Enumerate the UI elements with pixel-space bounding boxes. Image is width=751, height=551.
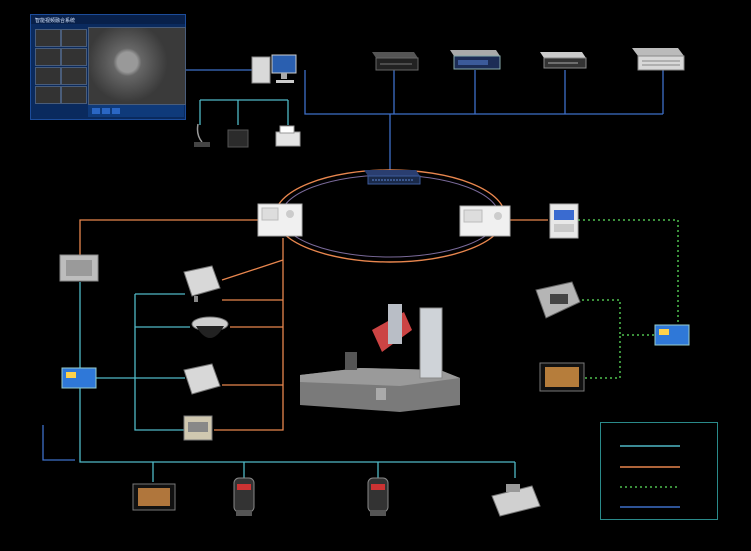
control-button bbox=[112, 108, 120, 114]
camera-thumbnail bbox=[61, 29, 87, 47]
legend-sample-lines bbox=[620, 445, 680, 508]
control-panel bbox=[88, 105, 184, 117]
control-button bbox=[102, 108, 110, 114]
network-switch-icon bbox=[364, 170, 421, 185]
camera-thumbnail bbox=[35, 67, 61, 85]
box-camera-icon bbox=[183, 363, 221, 395]
speaker-icon bbox=[227, 129, 249, 148]
blue-links bbox=[42, 69, 664, 461]
sensor-base-icon bbox=[491, 484, 541, 517]
blue-controller-icon bbox=[61, 367, 97, 389]
display-panel-icon bbox=[132, 483, 176, 511]
camera-thumbnail bbox=[35, 86, 61, 104]
server-icon bbox=[540, 52, 587, 69]
explosion-proof-box-icon bbox=[59, 254, 99, 282]
orange-links bbox=[79, 219, 548, 431]
printer-icon bbox=[275, 125, 301, 147]
screen-title-bar bbox=[31, 15, 185, 24]
protocol-converter-icon bbox=[549, 203, 579, 239]
microphone-icon bbox=[194, 123, 210, 147]
gas-detector-icon bbox=[233, 477, 255, 516]
blue-controller-icon bbox=[654, 324, 690, 346]
junction-box-icon bbox=[183, 415, 213, 441]
industrial-robot-icon bbox=[300, 304, 460, 412]
box-camera-icon bbox=[183, 265, 221, 302]
tablet-display-icon bbox=[539, 362, 585, 392]
server-icon bbox=[372, 52, 419, 71]
monitor-screen-icon: 智能视频融合系统 bbox=[30, 14, 186, 120]
teal-links bbox=[79, 99, 516, 482]
camera-thumbnail bbox=[61, 67, 87, 85]
screen-title: 智能视频融合系统 bbox=[35, 18, 76, 24]
camera-thumbnail bbox=[61, 48, 87, 66]
dome-camera-icon bbox=[191, 316, 229, 338]
camera-thumbnail bbox=[35, 48, 61, 66]
gas-detector-icon bbox=[367, 477, 389, 516]
green-dotted-links bbox=[578, 219, 679, 379]
workstation-pc-icon bbox=[251, 54, 297, 84]
legend-box bbox=[600, 422, 718, 520]
camera-thumbnail bbox=[61, 86, 87, 104]
control-button bbox=[92, 108, 100, 114]
handheld-terminal-icon bbox=[535, 281, 581, 319]
ring-network-node-icon bbox=[459, 205, 511, 237]
camera-thumbnail bbox=[35, 29, 61, 47]
main-video-view bbox=[88, 27, 186, 105]
storage-array-icon bbox=[632, 48, 685, 71]
storage-server-icon bbox=[450, 50, 501, 70]
ring-network-node-icon bbox=[257, 203, 303, 237]
